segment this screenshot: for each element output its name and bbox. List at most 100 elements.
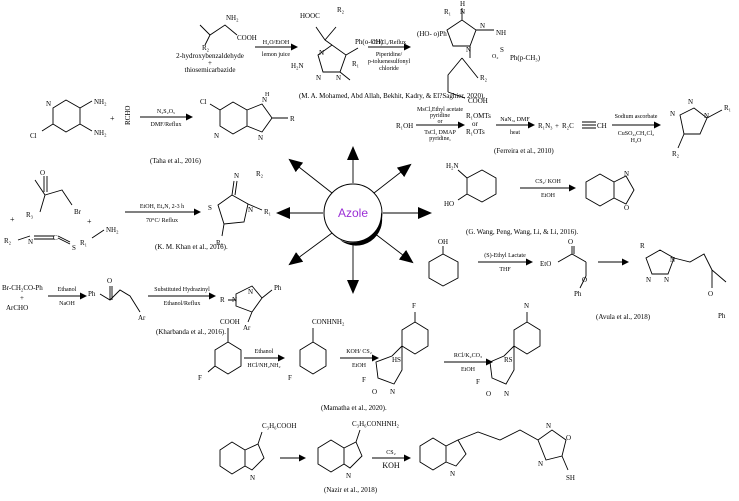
pyridine-ring — [41, 99, 93, 133]
hub: Azole — [323, 183, 383, 246]
label: R₁OH — [396, 122, 413, 130]
label: (HO- o)Ph — [417, 30, 447, 38]
label: HOOC — [300, 12, 320, 20]
label: F — [476, 378, 480, 386]
condition: N₂S₂O₅ — [157, 109, 175, 115]
label: F — [412, 302, 416, 310]
label: F — [362, 376, 366, 384]
label: R — [220, 296, 225, 304]
label: R — [290, 115, 295, 123]
label: EtO — [540, 260, 551, 268]
reaction-triazole: R₂ NH₂ COOH 2-hydroxybenzaldehyde + thio… — [176, 0, 541, 105]
label: N — [670, 110, 675, 118]
label: Ph — [274, 284, 282, 292]
label: R₂ — [4, 237, 12, 245]
condition: NaOH — [59, 301, 75, 307]
label: O₂ — [492, 54, 498, 60]
label: S — [72, 244, 76, 252]
label: N — [466, 46, 471, 54]
label: O — [568, 238, 573, 246]
label: R₁OTs — [466, 128, 485, 136]
label: N — [248, 288, 253, 296]
condition: KOH/ CS₂ — [346, 349, 372, 355]
arrow-to-imidazopyridine — [288, 158, 333, 194]
condition: p-toluenesulfonyl — [368, 58, 411, 65]
label: N — [258, 134, 263, 142]
label: R₁ — [80, 239, 87, 247]
label: NH₂ — [94, 129, 107, 137]
fluorobenzoic-acid-ring — [207, 328, 242, 375]
condition: CS₂ — [386, 450, 395, 456]
label: R₁ — [352, 60, 359, 68]
label: Ar — [138, 314, 146, 322]
label: N — [646, 276, 651, 284]
reagent: + — [208, 59, 212, 67]
label: R₃ — [26, 211, 34, 219]
label: RCHO — [124, 106, 132, 125]
label: NH₂ — [106, 226, 119, 234]
label: R₂ — [672, 150, 680, 158]
label: O — [582, 276, 587, 284]
reagent: thiosemicarbazide — [185, 66, 236, 74]
label: N — [232, 296, 237, 304]
citation: (Ferreira et al., 2010) — [494, 147, 554, 155]
label: N — [316, 74, 321, 82]
label: R₂C — [562, 122, 574, 130]
label: R₃ — [216, 239, 224, 247]
label: N — [28, 238, 33, 246]
label: Br-CH₂CO-Ph — [2, 284, 43, 292]
label: or — [472, 120, 479, 128]
triazole-ring — [315, 26, 359, 81]
reaction-oxadiazole: F COOH Ethanol HCl/NH₂NH₂ F CONHNH₂ KOH/… — [198, 302, 541, 412]
reaction-lactate-triazole: OH (S)-Ethyl Lactate THF EtO O O Ph R N … — [428, 238, 727, 321]
label: N — [704, 112, 709, 120]
label: N — [670, 256, 675, 264]
citation: (G. Wang, Peng, Wang, Li, & Li, 2016). — [466, 228, 578, 236]
label: F — [198, 374, 202, 382]
label: H₂N — [446, 162, 459, 170]
radial-arrows — [276, 146, 432, 294]
label: N — [336, 74, 341, 82]
label: NH₂ — [94, 98, 107, 106]
condition: CHCl₃/Reflux — [372, 39, 406, 46]
condition: H₂O/EtOH — [263, 40, 290, 46]
label: R₁OMTs — [466, 112, 491, 120]
condition: pyridine, — [429, 136, 451, 142]
reaction-benzoxazole: H₂N HO CS₂/ KOH EtOH N O (G. Wang, Peng,… — [444, 162, 635, 236]
label: HS — [392, 356, 401, 364]
arrow-to-click-triazole — [373, 163, 412, 194]
condition: Ethanol — [255, 349, 274, 355]
condition: THF — [499, 267, 511, 273]
benzoxazole-ring — [585, 173, 635, 207]
label: N — [664, 276, 669, 284]
hub-shadow — [340, 212, 383, 246]
label: N — [460, 8, 465, 16]
label: Ph — [718, 312, 726, 320]
citation: (Mamatha et al., 2020). — [321, 404, 387, 412]
condition: or — [438, 119, 443, 125]
condition: CS₂/ KOH — [535, 179, 561, 185]
label: COOH — [220, 318, 240, 326]
label: N — [524, 302, 529, 310]
label: R₂ — [337, 6, 345, 14]
indoline-ring — [219, 431, 265, 475]
label: N — [624, 170, 629, 178]
label: H — [265, 92, 270, 98]
citation: (K. M. Khan et al., 2016). — [155, 243, 228, 251]
label: N — [504, 390, 509, 398]
label: O — [107, 277, 112, 285]
label: N — [234, 172, 239, 180]
condition: (S)-Ethyl Lactate — [484, 252, 526, 259]
label: N — [390, 388, 395, 396]
triple-bond — [582, 121, 596, 129]
label: S — [208, 204, 212, 212]
bromoketone-skeleton — [34, 176, 73, 213]
label: C₃H₆COOH — [262, 422, 296, 430]
label: + — [87, 217, 92, 226]
reagent: 2-hydroxybenzaldehyde — [176, 52, 244, 60]
citation: (Taha et al., 2016) — [150, 157, 202, 165]
reaction-click-triazole: R₁OH MsCl,Ethyl acetate pyridine or TsCl… — [396, 98, 731, 158]
label: R₂ — [480, 74, 488, 82]
label: N — [46, 100, 51, 108]
